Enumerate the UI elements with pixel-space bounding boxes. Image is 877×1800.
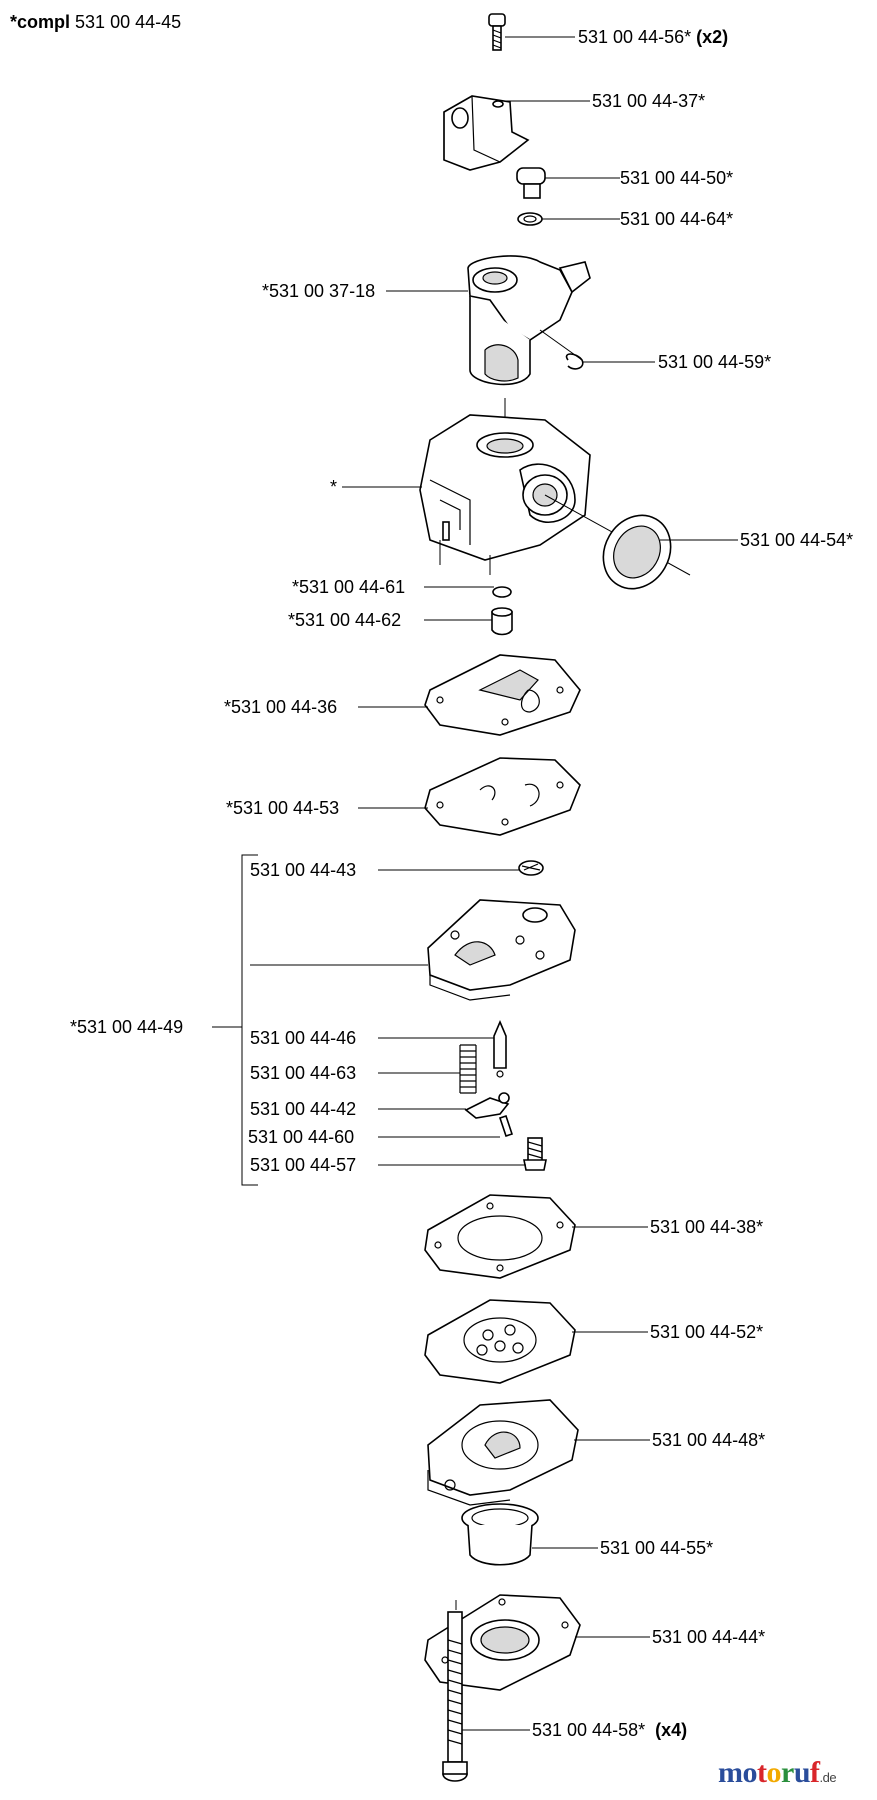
label-part-46: 531 00 44-46 <box>250 1028 357 1048</box>
gasket-part-36 <box>424 654 581 736</box>
diaphragm-part-52 <box>424 1299 576 1384</box>
compl-assembly-label: *compl 531 00 44-45 <box>10 12 181 32</box>
label-part-49: *531 00 44-49 <box>70 1017 184 1037</box>
label-body: * <box>330 477 338 497</box>
label-part-38: 531 00 44-38* <box>650 1217 764 1237</box>
label-part-37: 531 00 44-37* <box>592 91 706 111</box>
screw-part-57 <box>523 1137 547 1171</box>
label-part-3718: *531 00 37-18 <box>262 281 376 301</box>
gasket-part-38 <box>424 1194 576 1279</box>
motoruf-logo: motoruf.de <box>718 1756 837 1790</box>
screw-part-56 <box>488 13 506 51</box>
label-part-61: *531 00 44-61 <box>292 577 406 597</box>
bracket-part-37 <box>443 95 530 171</box>
flange-part-44 <box>424 1594 581 1691</box>
label-part-64: 531 00 44-64* <box>620 209 734 229</box>
group-bracket-49 <box>212 854 258 1186</box>
clip-part-59 <box>539 329 584 370</box>
label-part-62: *531 00 44-62 <box>288 610 402 630</box>
carburetor-body-part <box>419 398 691 576</box>
logo-wordmark: motoruf <box>718 1756 820 1789</box>
spring-part-63 <box>459 1044 477 1094</box>
label-part-54: 531 00 44-54* <box>740 530 854 550</box>
label-part-59: 531 00 44-59* <box>658 352 772 372</box>
label-part-53: *531 00 44-53 <box>226 798 340 818</box>
cap-part-43 <box>518 860 544 876</box>
quantity-badge: (x4) <box>655 1720 688 1740</box>
logo-tld: .de <box>819 1770 837 1785</box>
label-part-44: 531 00 44-44* <box>652 1627 766 1647</box>
adjust-screw-part-50 <box>516 167 546 226</box>
label-part-43: 531 00 44-43 <box>250 860 357 880</box>
label-part-42: 531 00 44-42 <box>250 1099 357 1119</box>
label-part-58: 531 00 44-58* (x4) <box>532 1720 688 1740</box>
label-part-50: 531 00 44-50* <box>620 168 734 188</box>
label-part-36: *531 00 44-36 <box>224 697 338 717</box>
plug-part-62 <box>491 607 513 636</box>
seal-ring-part-54 <box>602 514 672 590</box>
needle-part-46 <box>493 1019 507 1078</box>
lever-part-42 <box>464 1092 510 1119</box>
primer-bulb-part-55 <box>461 1503 539 1566</box>
compl-prefix: *compl <box>10 12 71 32</box>
label-part-63: 531 00 44-63 <box>250 1063 357 1083</box>
compl-number: 531 00 44-45 <box>75 12 182 32</box>
cover-part-48 <box>427 1399 579 1506</box>
long-screw-part-58 <box>442 1600 468 1782</box>
quantity-badge: (x2) <box>696 27 729 47</box>
label-part-57: 531 00 44-57 <box>250 1155 357 1175</box>
throttle-housing-part-3718 <box>467 255 591 386</box>
label-part-48: 531 00 44-48* <box>652 1430 766 1450</box>
label-part-56: 531 00 44-56* (x2) <box>578 27 729 47</box>
gasket-part-53 <box>424 757 581 836</box>
pin-part-60 <box>498 1114 514 1138</box>
metering-housing-part <box>427 899 576 1001</box>
label-part-55: 531 00 44-55* <box>600 1538 714 1558</box>
oring-part-61 <box>492 586 512 598</box>
label-part-52: 531 00 44-52* <box>650 1322 764 1342</box>
label-part-60: 531 00 44-60 <box>248 1127 355 1147</box>
